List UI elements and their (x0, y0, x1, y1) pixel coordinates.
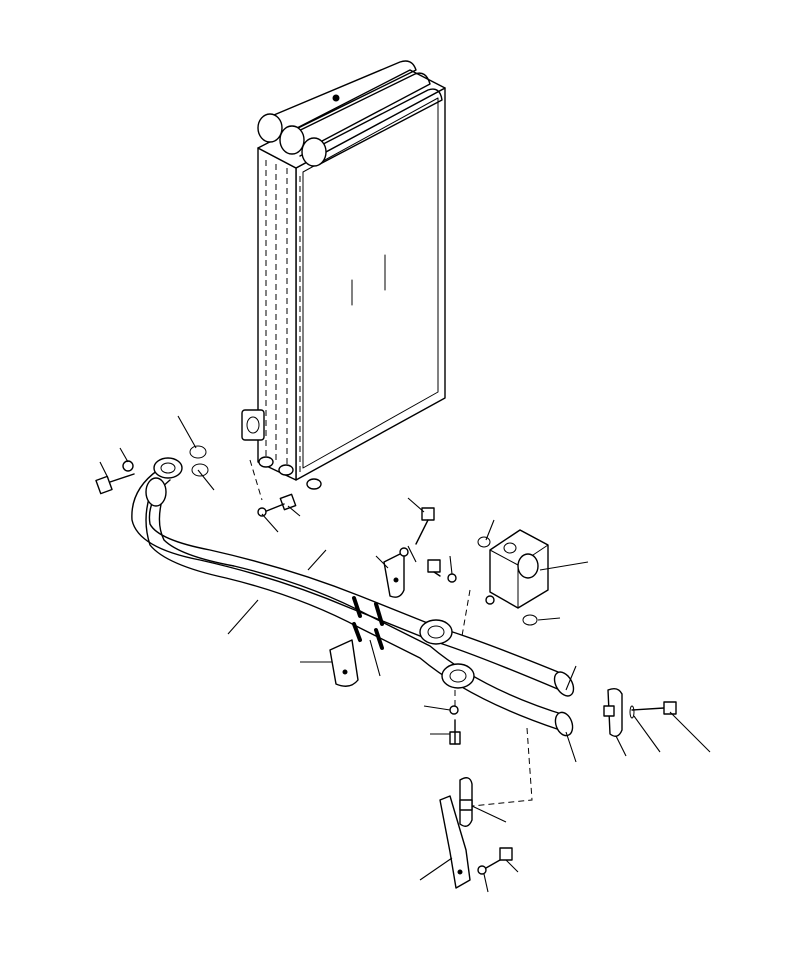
bracket-right (603, 687, 623, 737)
bolt-bottom (477, 847, 513, 875)
elbow-flange-center (419, 619, 475, 689)
o-ring-valve-bottom (522, 614, 538, 626)
o-ring-radiator-1 (189, 445, 207, 459)
radiator-core (241, 69, 446, 490)
hose-band-upper (352, 596, 384, 626)
clamp-upper (383, 551, 405, 598)
bolt-center-tall (399, 507, 435, 557)
bolt-elbow (449, 705, 461, 745)
upper-tube-bundle (257, 60, 443, 167)
bracket-bottom (459, 777, 473, 827)
bolt-right (629, 701, 677, 719)
clamp-lower (329, 639, 359, 687)
bolt-center-short (427, 559, 457, 583)
leader-lines (99, 415, 711, 893)
bolt-radiator (257, 493, 297, 517)
bolt-left (95, 460, 135, 495)
hose-band-lower (352, 622, 384, 650)
o-ring-radiator-2 (191, 463, 209, 477)
upper-hose (131, 469, 575, 697)
bracket-bottom-plate (439, 795, 471, 889)
assembly-lines (249, 459, 533, 807)
valve-block (485, 529, 549, 609)
elbow-flange-left (145, 457, 183, 507)
lower-hose (145, 494, 574, 737)
o-ring-valve-top (477, 536, 491, 548)
